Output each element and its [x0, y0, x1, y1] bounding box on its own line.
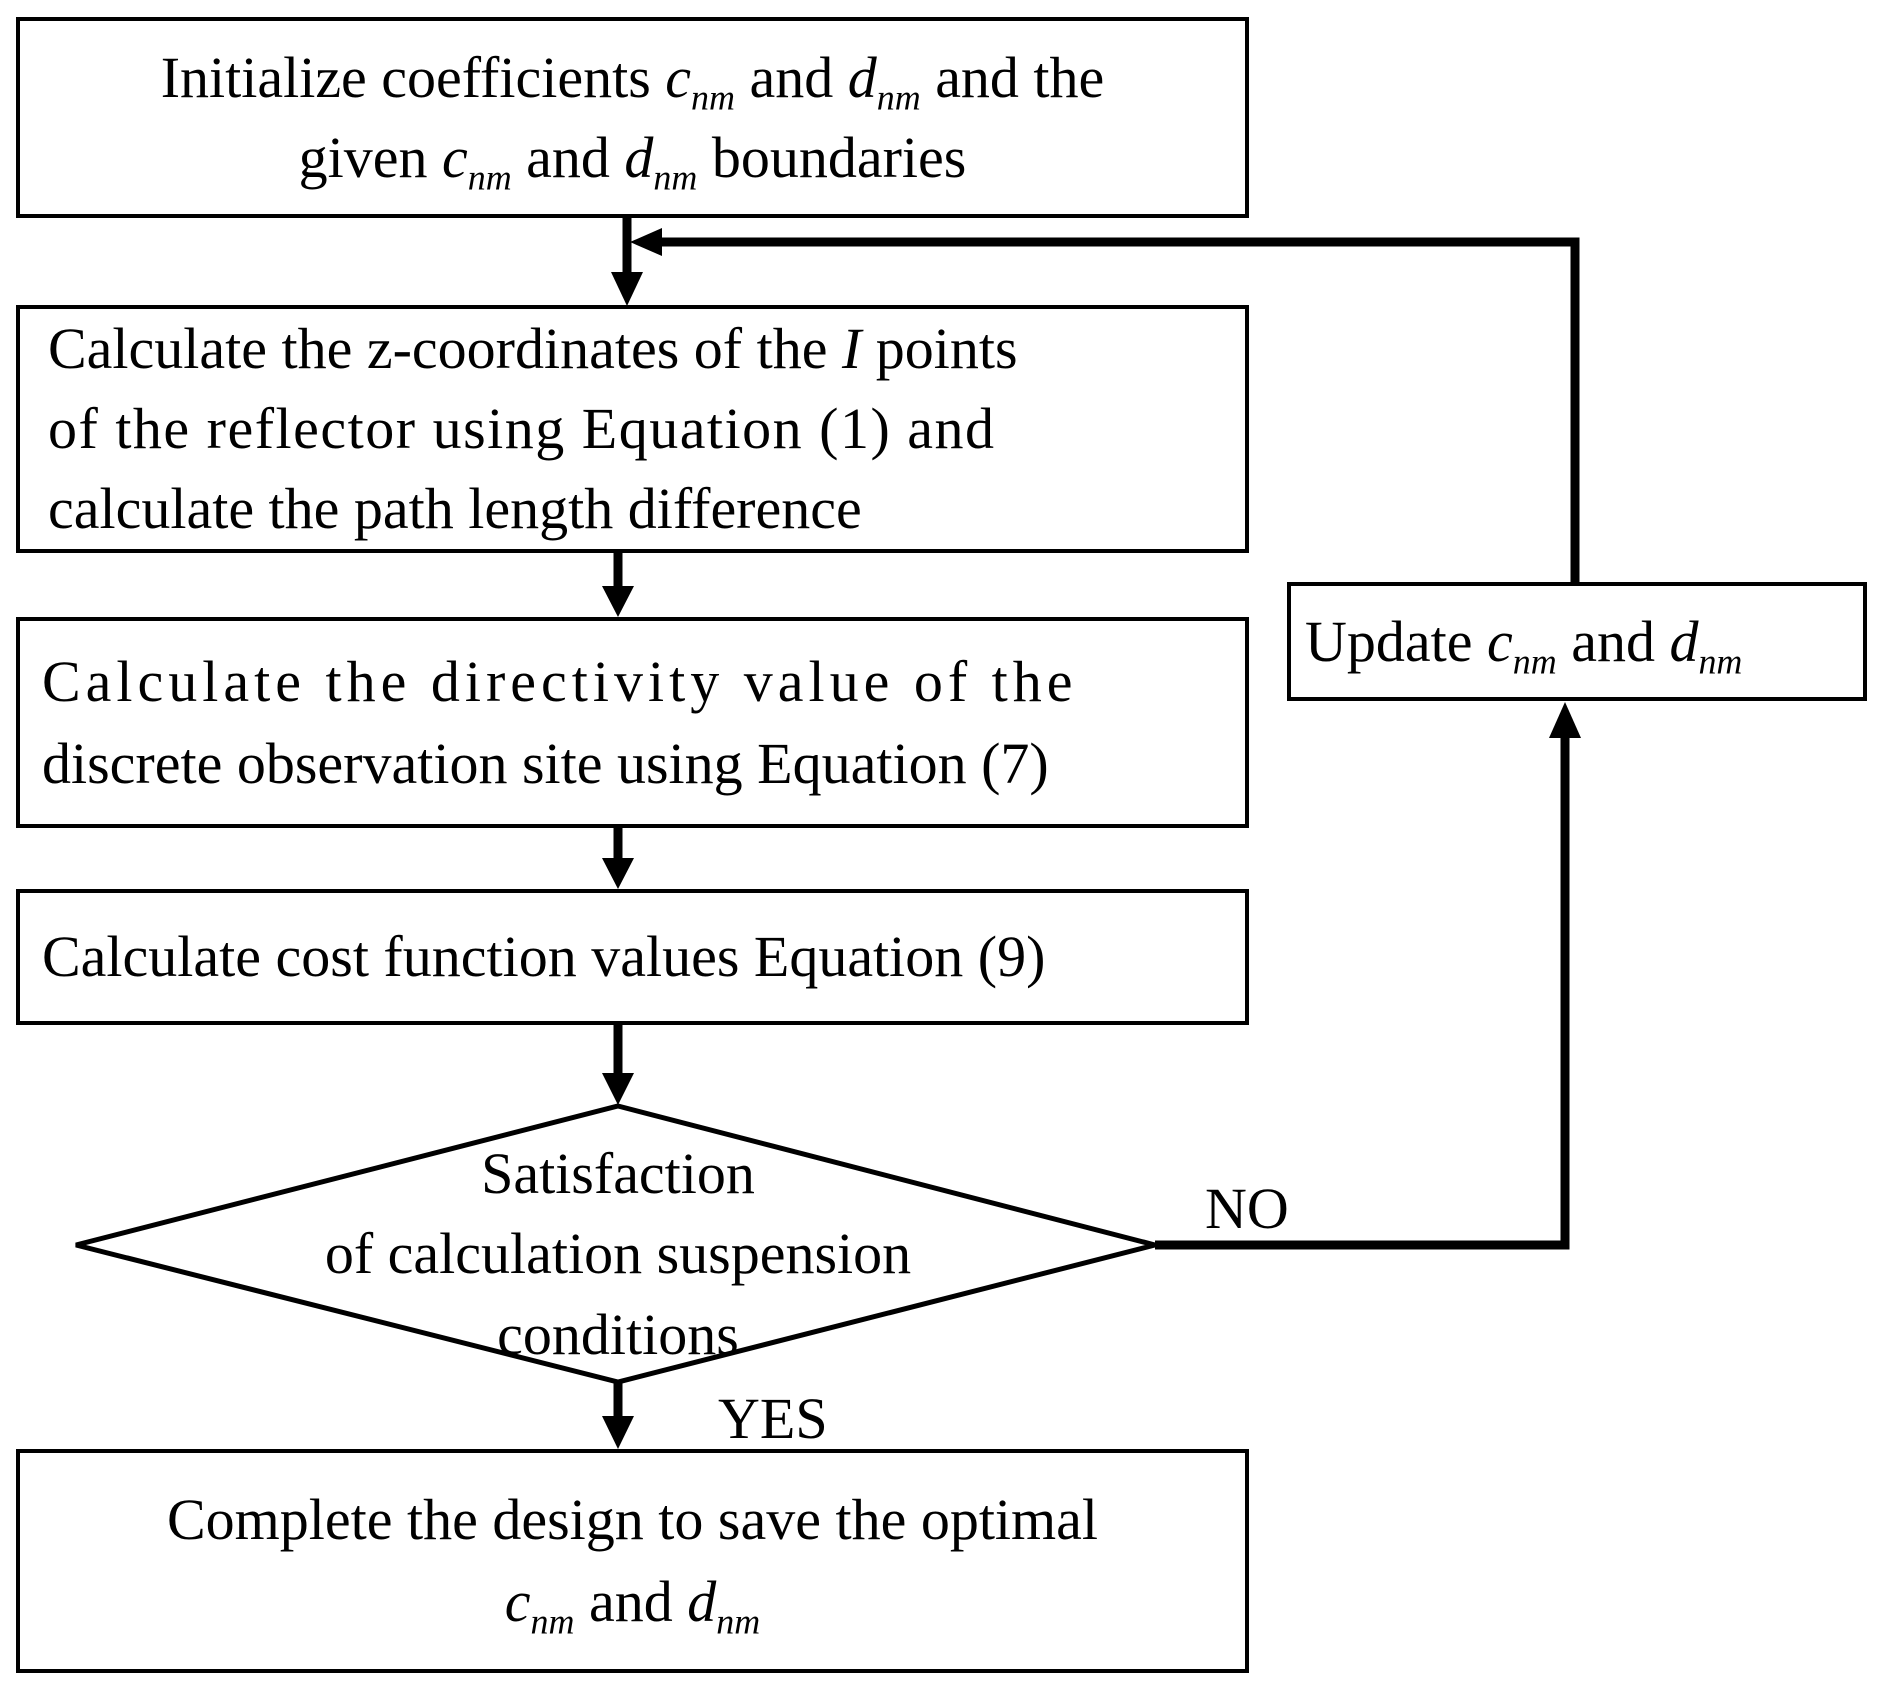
cost-line-1: Calculate cost function values Equation … [42, 924, 1046, 989]
arrowhead-complete [602, 1416, 634, 1449]
arrowhead-update [1549, 702, 1581, 738]
decision-line-3: conditions [497, 1301, 739, 1367]
directivity-line-1: Calculate the directivity value of the [42, 648, 1078, 714]
arrowhead-loop-back [630, 228, 662, 256]
no-branch-line [1155, 735, 1570, 1250]
arrowhead-directivity [602, 586, 634, 617]
loop-back-line [655, 237, 1580, 583]
zcoord-line-1: Calculate the z-coordinates of the I poi… [48, 316, 1018, 381]
complete-step-box: Complete the design to save the optimal … [16, 1449, 1249, 1673]
yes-label: YES [718, 1386, 828, 1451]
arrowhead-cost [602, 858, 634, 889]
init-line-1: Initialize coefficients cnm and dnm and … [160, 44, 1105, 118]
decision-line-2: of calculation suspension [324, 1221, 912, 1287]
decision-line-1: Satisfaction [481, 1141, 755, 1206]
directivity-line-2: discrete observation site using Equation… [42, 730, 1049, 796]
complete-line-1: Complete the design to save the optimal [166, 1487, 1099, 1552]
arrowhead-decision [602, 1073, 634, 1105]
no-label: NO [1205, 1176, 1289, 1241]
init-step-box: Initialize coefficients cnm and dnm and … [16, 17, 1249, 218]
zcoord-line-2: of the reflector using Equation (1) and [48, 396, 996, 461]
update-step-box: Update cnm and dnm [1287, 582, 1867, 701]
init-line-2: given cnm and dnm boundaries [298, 124, 967, 198]
decision-text: Satisfaction of calculation suspension c… [218, 1140, 1018, 1369]
zcoord-step-box: Calculate the z-coordinates of the I poi… [16, 305, 1249, 553]
decision-diamond [75, 1103, 1156, 1385]
zcoord-line-3: calculate the path length difference [48, 476, 862, 541]
arrowhead-zcoord [611, 272, 643, 306]
directivity-step-box: Calculate the directivity value of the d… [16, 617, 1249, 828]
update-line-1: Update cnm and dnm [1305, 608, 1743, 682]
complete-line-2: cnm and dnm [504, 1569, 761, 1642]
cost-step-box: Calculate cost function values Equation … [16, 889, 1249, 1025]
